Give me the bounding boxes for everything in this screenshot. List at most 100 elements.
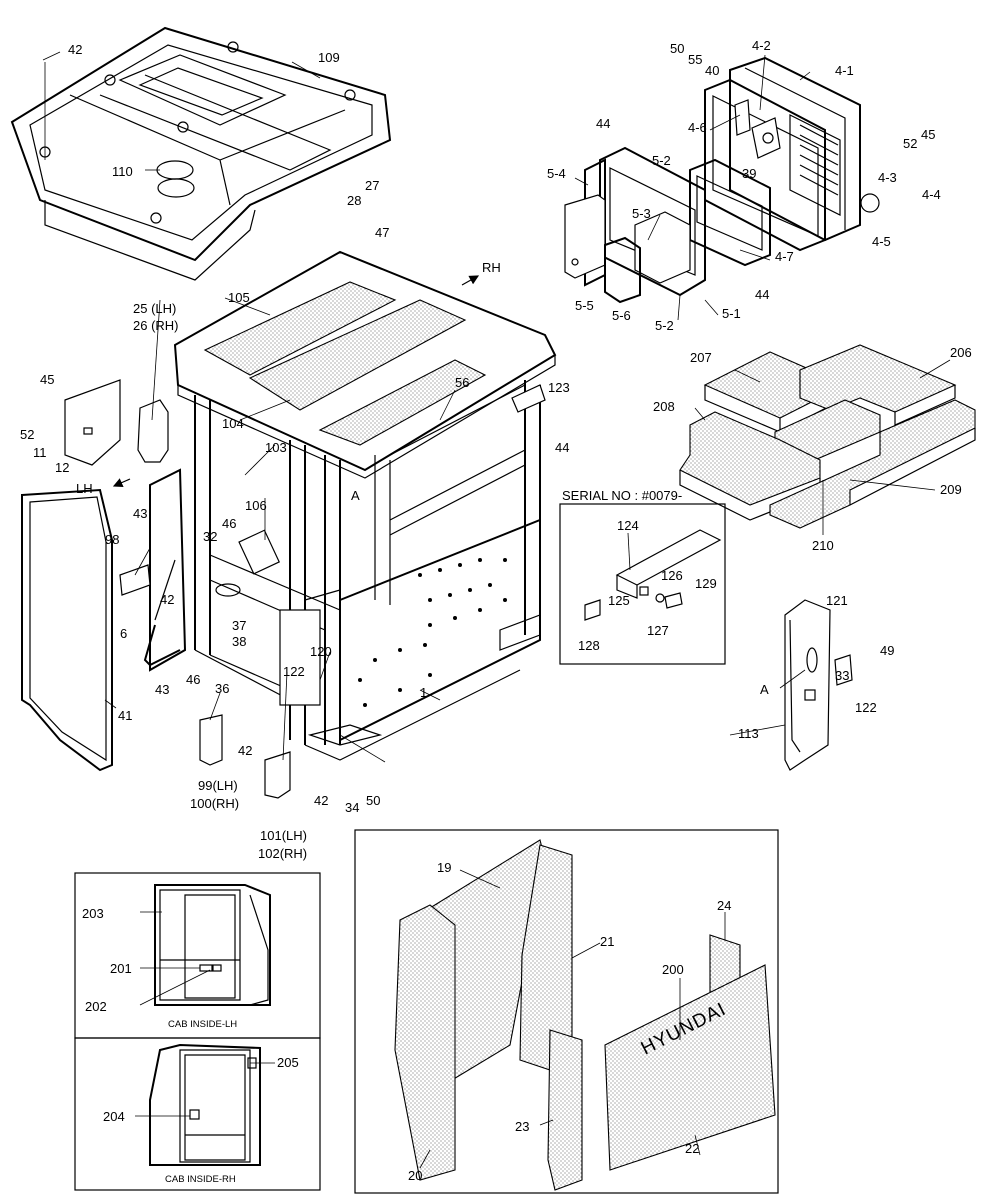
- inset-cab-lh: [74, 872, 321, 1039]
- callout-129: 129: [695, 576, 717, 591]
- callout-42: 42: [68, 42, 82, 57]
- callout-28: 28: [347, 193, 361, 208]
- callout-46: 46: [222, 516, 236, 531]
- callout-44b: 44: [755, 287, 769, 302]
- callout-207: 207: [690, 350, 712, 365]
- callout-102: 102(RH): [258, 846, 307, 861]
- callout-50: 50: [670, 41, 684, 56]
- callout-36: 36: [215, 681, 229, 696]
- callout-4-3: 4-3: [878, 170, 897, 185]
- callout-4-7: 4-7: [775, 249, 794, 264]
- callout-41: 41: [118, 708, 132, 723]
- door-seal: [21, 488, 113, 772]
- callout-202: 202: [85, 999, 107, 1014]
- callout-127: 127: [647, 623, 669, 638]
- callout-126: 126: [661, 568, 683, 583]
- callout-49: 49: [880, 643, 894, 658]
- callout-109: 109: [318, 50, 340, 65]
- inset-lh-caption: CAB INSIDE-LH: [168, 1019, 237, 1030]
- callout-26: 26 (RH): [133, 318, 179, 333]
- callout-19: 19: [437, 860, 451, 875]
- callout-103: 103: [265, 440, 287, 455]
- callout-5-3: 5-3: [632, 206, 651, 221]
- section-a-label: A: [351, 488, 360, 503]
- callout-22: 22: [685, 1141, 699, 1156]
- callout-20: 20: [408, 1168, 422, 1183]
- hinge-101: [264, 751, 291, 799]
- callout-120: 120: [310, 644, 332, 659]
- callout-42d: 42: [314, 793, 328, 808]
- callout-98: 98: [105, 532, 119, 547]
- callout-122: 122: [283, 664, 305, 679]
- section-a-detail-label: A: [760, 682, 769, 697]
- callout-200: 200: [662, 962, 684, 977]
- leader-lines: [104, 54, 951, 1169]
- hinge-99: [199, 714, 223, 766]
- callout-113: 113: [738, 726, 759, 741]
- callout-47: 47: [375, 225, 389, 240]
- side-post: [784, 599, 853, 771]
- inset-cab-rh: [74, 1037, 321, 1191]
- callout-56: 56: [455, 375, 469, 390]
- callout-121: 121: [826, 593, 848, 608]
- window-latch-plate: [64, 379, 121, 466]
- callout-42b: 42: [160, 592, 174, 607]
- inset-rh-caption: CAB INSIDE-RH: [165, 1174, 236, 1185]
- callout-42c: 42: [238, 743, 252, 758]
- rh-label: RH: [482, 260, 501, 275]
- callout-5-2b: 5-2: [655, 318, 674, 333]
- callout-4-5: 4-5: [872, 234, 891, 249]
- floor-mats: [679, 344, 976, 529]
- callout-55: 55: [688, 52, 702, 67]
- callout-4-6: 4-6: [688, 120, 707, 135]
- callout-105: 105: [228, 290, 250, 305]
- callout-40: 40: [705, 63, 719, 78]
- door-rod: [143, 624, 181, 667]
- callout-106: 106: [245, 498, 267, 513]
- callout-208: 208: [653, 399, 675, 414]
- callout-122b: 122: [855, 700, 877, 715]
- callout-34: 34: [345, 800, 359, 815]
- callout-209: 209: [940, 482, 962, 497]
- callout-50b: 50: [366, 793, 380, 808]
- roof-cover: [10, 26, 392, 281]
- callout-5-4: 5-4: [547, 166, 566, 181]
- bracket-98: [119, 564, 151, 596]
- callout-11: 11: [33, 445, 47, 460]
- callout-52b: 52: [903, 136, 917, 151]
- callout-203: 203: [82, 906, 104, 921]
- panel-holes: [358, 558, 507, 707]
- callout-100: 100(RH): [190, 796, 239, 811]
- callout-201: 201: [110, 961, 132, 976]
- callout-5-6: 5-6: [612, 308, 631, 323]
- callout-205: 205: [277, 1055, 299, 1070]
- callout-206: 206: [950, 345, 972, 360]
- callout-5-1: 5-1: [722, 306, 741, 321]
- lh-label: LH: [76, 481, 93, 496]
- callout-24: 24: [717, 898, 731, 913]
- callout-128: 128: [578, 638, 600, 653]
- serial-note: SERIAL NO : #0079-: [562, 488, 682, 503]
- serial-box: [559, 503, 726, 665]
- callout-23: 23: [515, 1119, 529, 1134]
- callout-4-4: 4-4: [922, 187, 941, 202]
- callout-39: 39: [742, 166, 756, 181]
- callout-104: 104: [222, 416, 244, 431]
- callout-33: 33: [835, 668, 849, 683]
- callout-27: 27: [365, 178, 379, 193]
- callout-43: 43: [133, 506, 147, 521]
- callout-45: 45: [40, 372, 54, 387]
- callout-46b: 46: [186, 672, 200, 687]
- callout-204: 204: [103, 1109, 125, 1124]
- callout-5-2: 5-2: [652, 153, 671, 168]
- callout-210: 210: [812, 538, 834, 553]
- callout-4-1: 4-1: [835, 63, 854, 78]
- callout-5-5: 5-5: [575, 298, 594, 313]
- callout-44: 44: [555, 440, 569, 455]
- callout-44a: 44: [596, 116, 610, 131]
- cab-frame: [137, 250, 557, 761]
- callout-52: 52: [20, 427, 34, 442]
- callout-124: 124: [617, 518, 639, 533]
